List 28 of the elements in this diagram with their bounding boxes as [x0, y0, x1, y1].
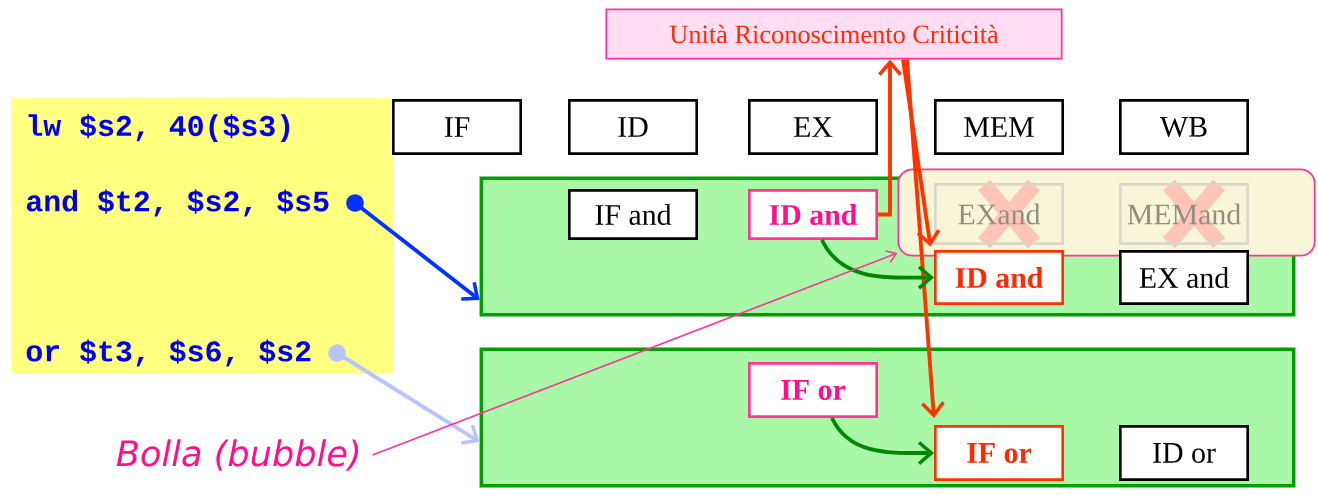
- instruction-text: and $t2, $s2, $s5: [26, 189, 329, 217]
- stage-box: IF: [392, 99, 522, 155]
- stage-box: IF and: [568, 189, 698, 240]
- stage-box: MEM: [934, 99, 1064, 155]
- cancelled-stage-box: MEMand: [1119, 183, 1249, 245]
- stage-box: IF or: [934, 425, 1064, 481]
- stage-box: ID or: [1119, 425, 1249, 481]
- stage-box: ID and: [748, 189, 878, 240]
- instruction-text: or $t3, $s6, $s2: [26, 339, 311, 367]
- arrow: [830, 417, 934, 465]
- title-box: Unità Riconoscimento Criticità: [605, 8, 1063, 60]
- arrow: [346, 194, 480, 301]
- stage-box: IF or: [748, 362, 878, 418]
- stage-box: EX and: [1119, 250, 1249, 305]
- stage-box: EX: [748, 99, 878, 155]
- arrow: [328, 344, 480, 445]
- arrow: [905, 59, 945, 418]
- arrow: [878, 59, 902, 217]
- arrow: [901, 59, 941, 247]
- stage-box: ID and: [934, 250, 1064, 305]
- stage-box: ID: [568, 99, 698, 155]
- cancelled-stage-box: EXand: [934, 183, 1064, 245]
- stage-box: WB: [1119, 99, 1249, 155]
- annotation-text: Bolla (bubble): [116, 439, 359, 471]
- leader-line: [371, 250, 898, 456]
- code-panel: [11, 98, 394, 374]
- arrow: [820, 239, 934, 290]
- instruction-text: lw $s2, 40($s3): [28, 113, 290, 143]
